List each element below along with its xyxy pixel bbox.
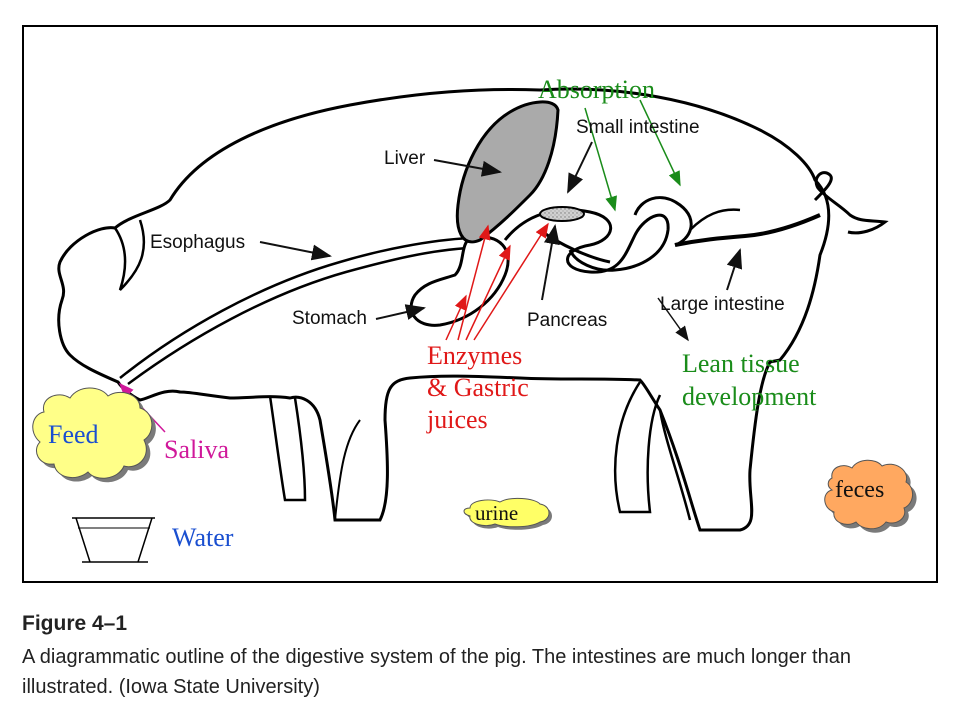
annotation-saliva: Saliva — [164, 435, 229, 464]
label-stomach: Stomach — [292, 308, 367, 329]
feces-cloud — [824, 459, 917, 533]
stomach-pointer — [375, 304, 426, 320]
annotation-urine: urine — [475, 501, 519, 525]
esophagus-pointer — [259, 241, 332, 261]
esophagus-tube-inner — [127, 246, 471, 386]
small-intestine-pointer — [567, 141, 593, 194]
liver-pointer — [433, 159, 502, 177]
annotation-enzymes: Enzymes & Gastric juices — [427, 340, 529, 436]
enzyme-arrow-2 — [457, 224, 491, 341]
hind-leg-line — [658, 409, 692, 521]
enzymes-line-3: juices — [427, 405, 488, 434]
small-intestine — [503, 196, 693, 274]
esophagus-tube — [119, 236, 471, 379]
enzyme-arrow-3 — [465, 244, 511, 341]
annotation-water: Water — [172, 523, 234, 552]
pancreas-pointer — [541, 224, 560, 301]
ear — [113, 219, 146, 291]
annotation-feces: feces — [835, 477, 885, 503]
figure-caption: Figure 4–1 A diagrammatic outline of the… — [22, 612, 942, 702]
diagram-frame — [22, 25, 938, 583]
tail — [813, 171, 889, 235]
enzyme-arrow-4 — [473, 222, 549, 341]
lean-line-1: Lean tissue — [682, 349, 800, 378]
liver-shape — [455, 100, 560, 244]
large-intestine-pointer — [726, 248, 743, 291]
enzymes-line-1: Enzymes — [427, 341, 523, 370]
absorption-arrow-1 — [584, 107, 617, 212]
large-intestine — [674, 213, 821, 247]
annotation-feed: Feed — [48, 420, 99, 449]
large-intestine-2 — [689, 208, 741, 231]
figure-description: A diagrammatic outline of the digestive … — [22, 646, 851, 698]
annotation-lean-tissue: Lean tissue development — [682, 347, 816, 413]
label-small-intestine: Small intestine — [576, 117, 700, 138]
lean-arrow — [657, 297, 689, 342]
absorption-arrow-2 — [639, 99, 681, 187]
label-liver: Liver — [384, 148, 426, 169]
pancreas-shape — [539, 206, 585, 222]
label-pancreas: Pancreas — [527, 310, 608, 331]
front-leg-line — [334, 419, 361, 521]
annotation-absorption: Absorption — [538, 75, 655, 104]
label-large-intestine: Large intestine — [660, 294, 785, 315]
enzyme-arrow-1 — [445, 294, 467, 341]
enzymes-line-2: & Gastric — [427, 373, 529, 402]
feed-cloud — [32, 387, 156, 483]
front-leg-2 — [268, 395, 307, 502]
water-bucket-icon — [72, 517, 155, 563]
pig-outline — [57, 87, 831, 532]
figure-number: Figure 4–1 — [22, 612, 128, 635]
hind-leg-2 — [613, 381, 662, 514]
lean-line-2: development — [682, 382, 817, 411]
label-esophagus: Esophagus — [150, 232, 246, 253]
urine-cloud — [463, 497, 552, 530]
